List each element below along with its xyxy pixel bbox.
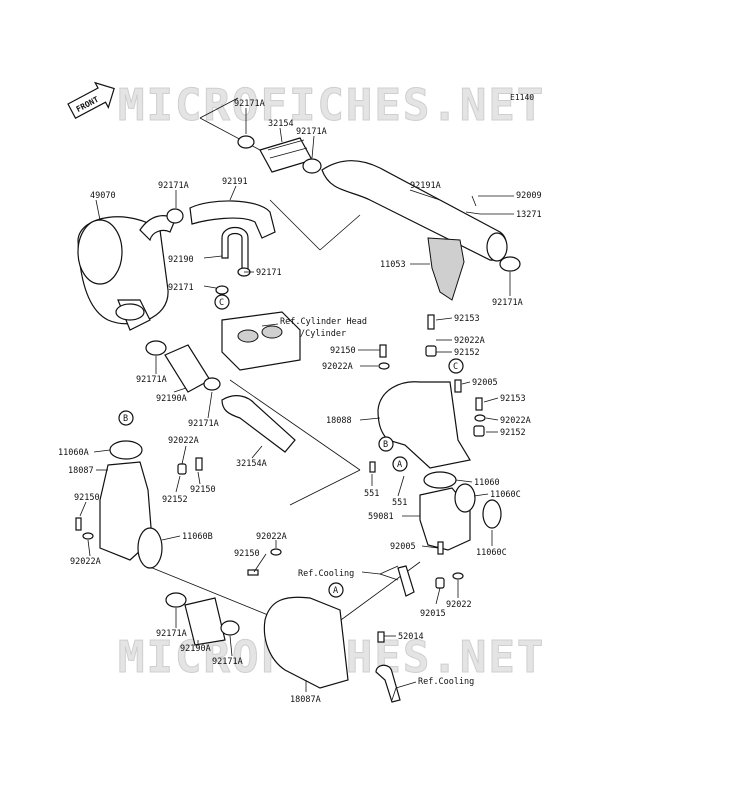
ref-cylinder-head-line2: /Cylinder <box>300 329 346 339</box>
label-551-a: 551 <box>364 489 379 499</box>
label-13271: 13271 <box>516 210 542 220</box>
label-11060C-b: 11060C <box>476 548 507 558</box>
label-92153-b: 92153 <box>500 394 526 404</box>
leader-lines <box>79 108 514 701</box>
pipe-32154A <box>221 395 296 453</box>
label-92022A-b: 92022A <box>322 362 353 372</box>
callout-c-right: C <box>453 362 458 372</box>
label-92171A-b: 92171A <box>296 127 327 137</box>
diagram-code: E1140 <box>510 93 534 102</box>
label-92150-a: 92150 <box>330 346 356 356</box>
label-92153-a: 92153 <box>454 314 480 324</box>
label-11060B: 11060B <box>182 532 213 542</box>
label-92005-b: 92005 <box>390 542 416 552</box>
ref-cooling-upper: Ref.Cooling <box>298 569 354 579</box>
label-92171A-d: 92171A <box>492 298 523 308</box>
label-92171A-e: 92171A <box>136 375 167 385</box>
label-11060A: 11060A <box>58 448 89 458</box>
reference-labels: Ref.Cylinder Head /Cylinder Ref.Cooling … <box>280 317 474 687</box>
callout-a-lower: A <box>333 586 338 596</box>
label-92171A-h: 92171A <box>212 657 243 667</box>
label-52014: 52014 <box>398 632 424 642</box>
fasteners <box>75 195 486 643</box>
label-11060C-a: 11060C <box>490 490 521 500</box>
label-92009: 92009 <box>516 191 542 201</box>
tube-92191A <box>321 160 507 261</box>
ref-cylinder-head-line1: Ref.Cylinder Head <box>280 317 367 327</box>
callout-b-right: B <box>383 440 388 450</box>
label-92190A-a: 92190A <box>156 394 187 404</box>
label-92015: 92015 <box>420 609 446 619</box>
label-92022: 92022 <box>446 600 472 610</box>
label-92022A-e: 92022A <box>256 532 287 542</box>
label-11053: 11053 <box>380 260 406 270</box>
cooling-hose-upper <box>397 565 415 597</box>
label-92171-a: 92171 <box>256 268 282 278</box>
callout-a-upper: A <box>397 460 402 470</box>
label-18087A: 18087A <box>290 695 321 705</box>
label-92171A-c: 92171A <box>158 181 189 191</box>
callout-circles: A A B B C C <box>118 294 464 598</box>
label-92171A-top: 92171A <box>234 99 265 109</box>
label-92190A-b: 92190A <box>180 644 211 654</box>
cylinder-head-block <box>221 311 301 371</box>
water-box-18087A <box>263 596 349 689</box>
part-labels: 92171A 32154 92171A 92191A 92009 13271 4… <box>58 99 542 705</box>
callout-b-left: B <box>123 414 128 424</box>
pipe-18088 <box>377 381 471 469</box>
label-92152-b: 92152 <box>500 428 526 438</box>
label-32154A: 32154A <box>236 459 267 469</box>
label-59081: 59081 <box>368 512 394 522</box>
watermark-top: MICROFICHES.NET <box>118 80 545 131</box>
label-92022A-c: 92022A <box>500 416 531 426</box>
callout-c-left: C <box>219 298 224 308</box>
bracket-11053 <box>427 237 465 301</box>
label-551-b: 551 <box>392 498 407 508</box>
label-92022A-a: 92022A <box>454 336 485 346</box>
label-92171A-f: 92171A <box>188 419 219 429</box>
label-32154: 32154 <box>268 119 294 129</box>
hose-92190A-lower <box>184 597 226 646</box>
ref-cooling-lower: Ref.Cooling <box>418 677 474 687</box>
label-92152-a: 92152 <box>454 348 480 358</box>
front-arrow-icon: FRONT <box>67 81 115 119</box>
label-92005-a: 92005 <box>472 378 498 388</box>
gasket-11060B <box>137 527 163 569</box>
label-92022A-d: 92022A <box>168 436 199 446</box>
label-92150-d: 92150 <box>234 549 260 559</box>
clamps <box>145 135 521 636</box>
label-49070: 49070 <box>90 191 116 201</box>
label-92171A-g: 92171A <box>156 629 187 639</box>
label-92191: 92191 <box>222 177 248 187</box>
muffler-49070 <box>77 215 176 331</box>
label-92152-c: 92152 <box>162 495 188 505</box>
hose-32154 <box>259 137 313 173</box>
pipe-92190 <box>221 226 249 271</box>
label-92150-c: 92150 <box>74 493 100 503</box>
gasket-11060C-b <box>482 499 502 529</box>
gasket-11060C-a <box>454 483 476 513</box>
hose-92190A <box>164 344 211 393</box>
label-18088: 18088 <box>326 416 352 426</box>
gasket-11060 <box>423 471 457 489</box>
label-92190: 92190 <box>168 255 194 265</box>
label-18087: 18087 <box>68 466 94 476</box>
label-92022A-f: 92022A <box>70 557 101 567</box>
label-92150-b: 92150 <box>190 485 216 495</box>
gasket-11060A <box>109 440 143 460</box>
label-92191A: 92191A <box>410 181 441 191</box>
hose-92191 <box>189 200 276 239</box>
label-92171-b: 92171 <box>168 283 194 293</box>
label-11060: 11060 <box>474 478 500 488</box>
